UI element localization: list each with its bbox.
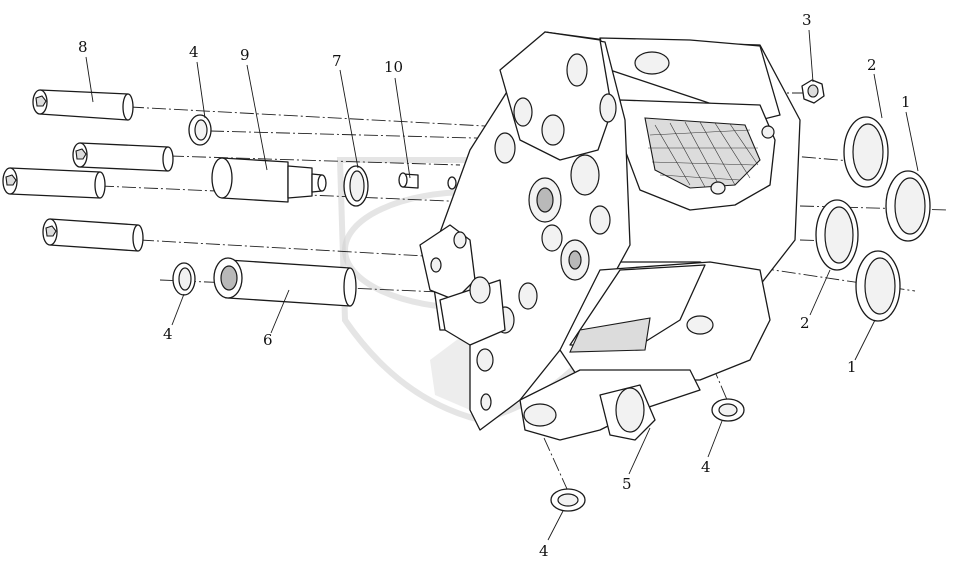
port-mesh bbox=[648, 121, 759, 188]
plug-8-top bbox=[32, 89, 134, 121]
plug-8-fourth bbox=[42, 218, 144, 252]
plug-8-second bbox=[72, 142, 174, 172]
label-3: 3 bbox=[802, 11, 812, 29]
label-4-left: 4 bbox=[163, 325, 173, 343]
label-4-upper: 4 bbox=[189, 43, 199, 61]
ring-2-lower bbox=[815, 199, 859, 271]
ring-2-upper bbox=[843, 116, 889, 188]
o-ring-7 bbox=[343, 165, 369, 207]
label-10: 10 bbox=[384, 58, 403, 76]
label-2-lower: 2 bbox=[800, 314, 810, 332]
label-8: 8 bbox=[78, 38, 88, 56]
valve-spool-9 bbox=[211, 157, 327, 203]
label-4-bottom: 4 bbox=[539, 542, 549, 560]
label-1-upper: 1 bbox=[901, 93, 911, 111]
label-9: 9 bbox=[240, 46, 250, 64]
plug-8-third bbox=[2, 167, 106, 199]
leader-lines bbox=[85, 29, 919, 541]
seal-ring-4-lower-left bbox=[172, 262, 196, 296]
label-5: 5 bbox=[622, 475, 632, 493]
sleeve-6 bbox=[213, 257, 357, 307]
ring-1-upper bbox=[885, 170, 931, 242]
nut-3 bbox=[801, 79, 825, 104]
seal-ring-4-right bbox=[711, 398, 745, 422]
ring-1-lower bbox=[855, 250, 901, 322]
housing-body-5 bbox=[419, 31, 801, 441]
seal-ring-4-upper bbox=[188, 114, 212, 146]
label-2-upper: 2 bbox=[867, 56, 877, 74]
label-1-lower: 1 bbox=[847, 358, 857, 376]
label-4-right: 4 bbox=[701, 458, 711, 476]
label-6: 6 bbox=[263, 331, 273, 349]
part-number-labels: 8 4 9 7 10 3 2 1 2 1 4 6 5 4 4 bbox=[78, 11, 911, 560]
seal-ring-4-bottom bbox=[550, 488, 586, 512]
screw-10 bbox=[398, 172, 457, 190]
label-7: 7 bbox=[332, 52, 342, 70]
